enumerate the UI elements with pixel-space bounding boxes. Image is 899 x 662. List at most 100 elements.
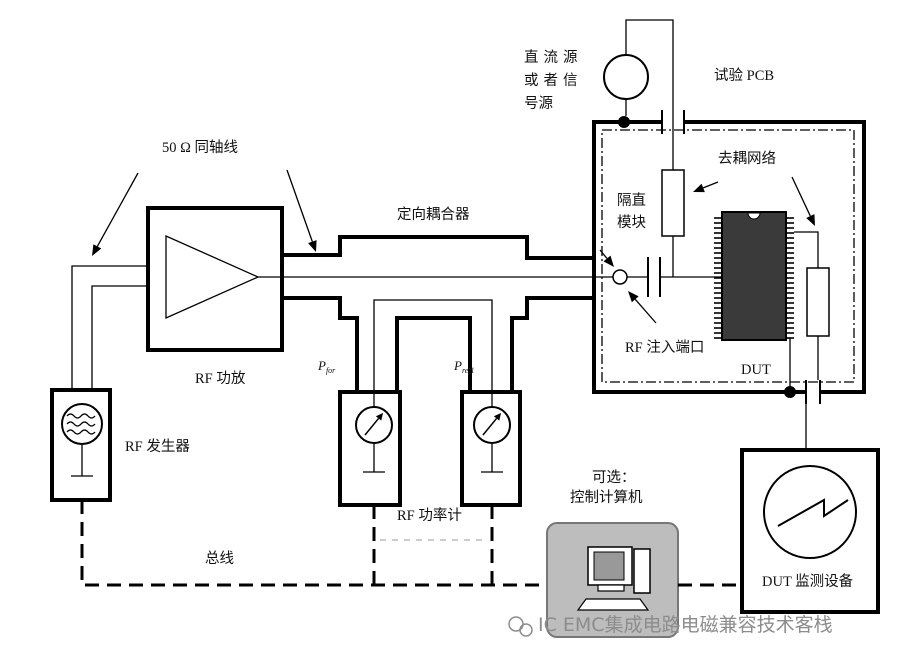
port-coax-arrow [599, 249, 614, 267]
dc-block-arrow-head [693, 183, 705, 193]
directional-coupler-label: 定向耦合器 [397, 206, 470, 223]
coupler-top-wall [282, 235, 592, 260]
reflected-meter-needle-icon-head [493, 413, 501, 421]
dc-block-arrow-shaft [702, 181, 719, 189]
dut-monitor-box [740, 448, 880, 614]
decoupling-arrow-head [806, 214, 815, 226]
dc-block-label-line-1: 隔直 [617, 192, 646, 209]
sine-wave-icon [66, 413, 96, 419]
forward-power-subscript: for [326, 366, 336, 375]
coax-left-arrow [92, 172, 139, 256]
signal-source-icon [61, 403, 103, 445]
meter-needles [364, 413, 501, 436]
reflected-meter-needle-icon [482, 413, 501, 436]
port-coax-arrow-shaft [599, 249, 608, 259]
rf-injection-port-arrow [628, 291, 657, 324]
computer-tower-icon [633, 548, 651, 594]
bus-label: 总线 [205, 550, 234, 567]
reflected-power-subscript: ref1 [462, 366, 475, 375]
computer-screen-icon [593, 551, 625, 581]
forward-power-symbol: P [317, 358, 326, 373]
test-pcb [592, 19, 866, 450]
reflected-power-symbol: P [453, 358, 462, 373]
sawtooth-waveform-icon [777, 498, 849, 527]
ground-icon [363, 443, 385, 473]
watermark: IC EMC集成电路电磁兼容技术客栈 [508, 614, 833, 637]
wechat-icon [519, 623, 533, 637]
forward-meter-needle-icon [364, 413, 383, 436]
control-bus [80, 500, 742, 587]
coax-label: 50 Ω 同轴线 [162, 139, 238, 156]
labels: 直流源 或者信 号源 试验 PCB 50 Ω 同轴线 去耦网络 隔直 模块 定向… [125, 49, 854, 590]
ground-icon [71, 444, 93, 477]
forward-power-meter-box [338, 390, 402, 507]
coupler-bottom-right-wall [510, 296, 592, 392]
computer-stand-icon [597, 584, 625, 592]
forward-meter-needle-icon-shaft [364, 417, 380, 436]
decoupling-arrow-shaft [791, 176, 811, 217]
dc-block-resistor [661, 169, 685, 237]
coax-right-arrow [286, 169, 317, 252]
bus-line-main [80, 500, 547, 587]
top-junction-dot [618, 116, 630, 128]
directional-coupler [258, 235, 613, 407]
dc-block-label-line-2: 模块 [617, 214, 646, 231]
decoupling-network-label: 去耦网络 [718, 150, 776, 167]
coax-inner-line [91, 285, 148, 390]
dc-source-label-line-1: 直流源 [524, 49, 583, 66]
decoupling-arrow [791, 176, 815, 226]
pcb-ground-boundary [601, 129, 855, 383]
coax-outer-line [71, 265, 148, 390]
rf-generator-label: RF 发生器 [125, 438, 190, 455]
dc-source-icon [603, 54, 649, 100]
control-computer [546, 522, 679, 638]
sine-wave-icon [66, 429, 96, 435]
coupler-bottom-left-wall [282, 296, 359, 392]
dc-source-label-line-2: 或者信 [524, 72, 583, 89]
dut-body [721, 211, 787, 341]
rf-amplifier [146, 206, 284, 352]
dut-monitor-label: DUT 监测设备 [762, 573, 854, 590]
rf-amplifier-box [146, 206, 284, 352]
bottom-capacitor-icon [805, 380, 821, 404]
amplifier-triangle-icon [165, 234, 260, 320]
dut-monitor [740, 448, 880, 614]
bottom-junction-dot [784, 386, 796, 398]
dc-source-label-line-3: 号源 [524, 95, 553, 112]
rf-injection-port-label: RF 注入端口 [625, 339, 704, 356]
dut-label: DUT [741, 362, 771, 378]
oscilloscope-screen-icon [763, 465, 857, 559]
optional-label: 可选： [592, 469, 636, 486]
pointer-arrows [92, 169, 815, 324]
coupler-bottom-middle-wall [395, 316, 472, 392]
watermark-text: IC EMC集成电路电磁兼容技术客栈 [538, 614, 833, 636]
dut-ground-wire [786, 337, 791, 392]
top-capacitor-icon [661, 110, 685, 134]
rf-power-meter-label: RF 功率计 [397, 507, 462, 524]
rf-injection-port-arrow-shaft [634, 298, 657, 324]
reflected-power-label: Pref1 [453, 358, 475, 375]
monitor-wire [794, 231, 819, 380]
dut-chip [714, 211, 794, 341]
ground-icon [481, 443, 503, 473]
coupled-line [373, 299, 493, 407]
rf-amplifier-label: RF 功放 [195, 370, 246, 387]
dc-block-arrow [693, 181, 719, 193]
port-coax-arrow-head [603, 255, 614, 267]
control-computer-label: 控制计算机 [570, 489, 643, 506]
rf-injection-port-arrow-head [628, 291, 639, 303]
reflected-meter-needle-icon-shaft [482, 417, 498, 436]
coax-right-arrow-shaft [286, 169, 313, 242]
forward-power-label: Pfor [317, 358, 336, 375]
dut-notch-icon [747, 212, 761, 220]
sine-wave-icon [66, 421, 96, 427]
forward-meter-needle-icon-head [375, 413, 383, 421]
keyboard-icon [576, 598, 650, 611]
coax-left-arrow-shaft [96, 172, 139, 247]
rf-injection-port-icon [612, 269, 628, 285]
decoupling-resistor [806, 267, 830, 337]
test-pcb-label: 试验 PCB [714, 67, 774, 84]
dc-source-wire [625, 19, 674, 170]
coax-right-arrow-head [308, 240, 317, 252]
